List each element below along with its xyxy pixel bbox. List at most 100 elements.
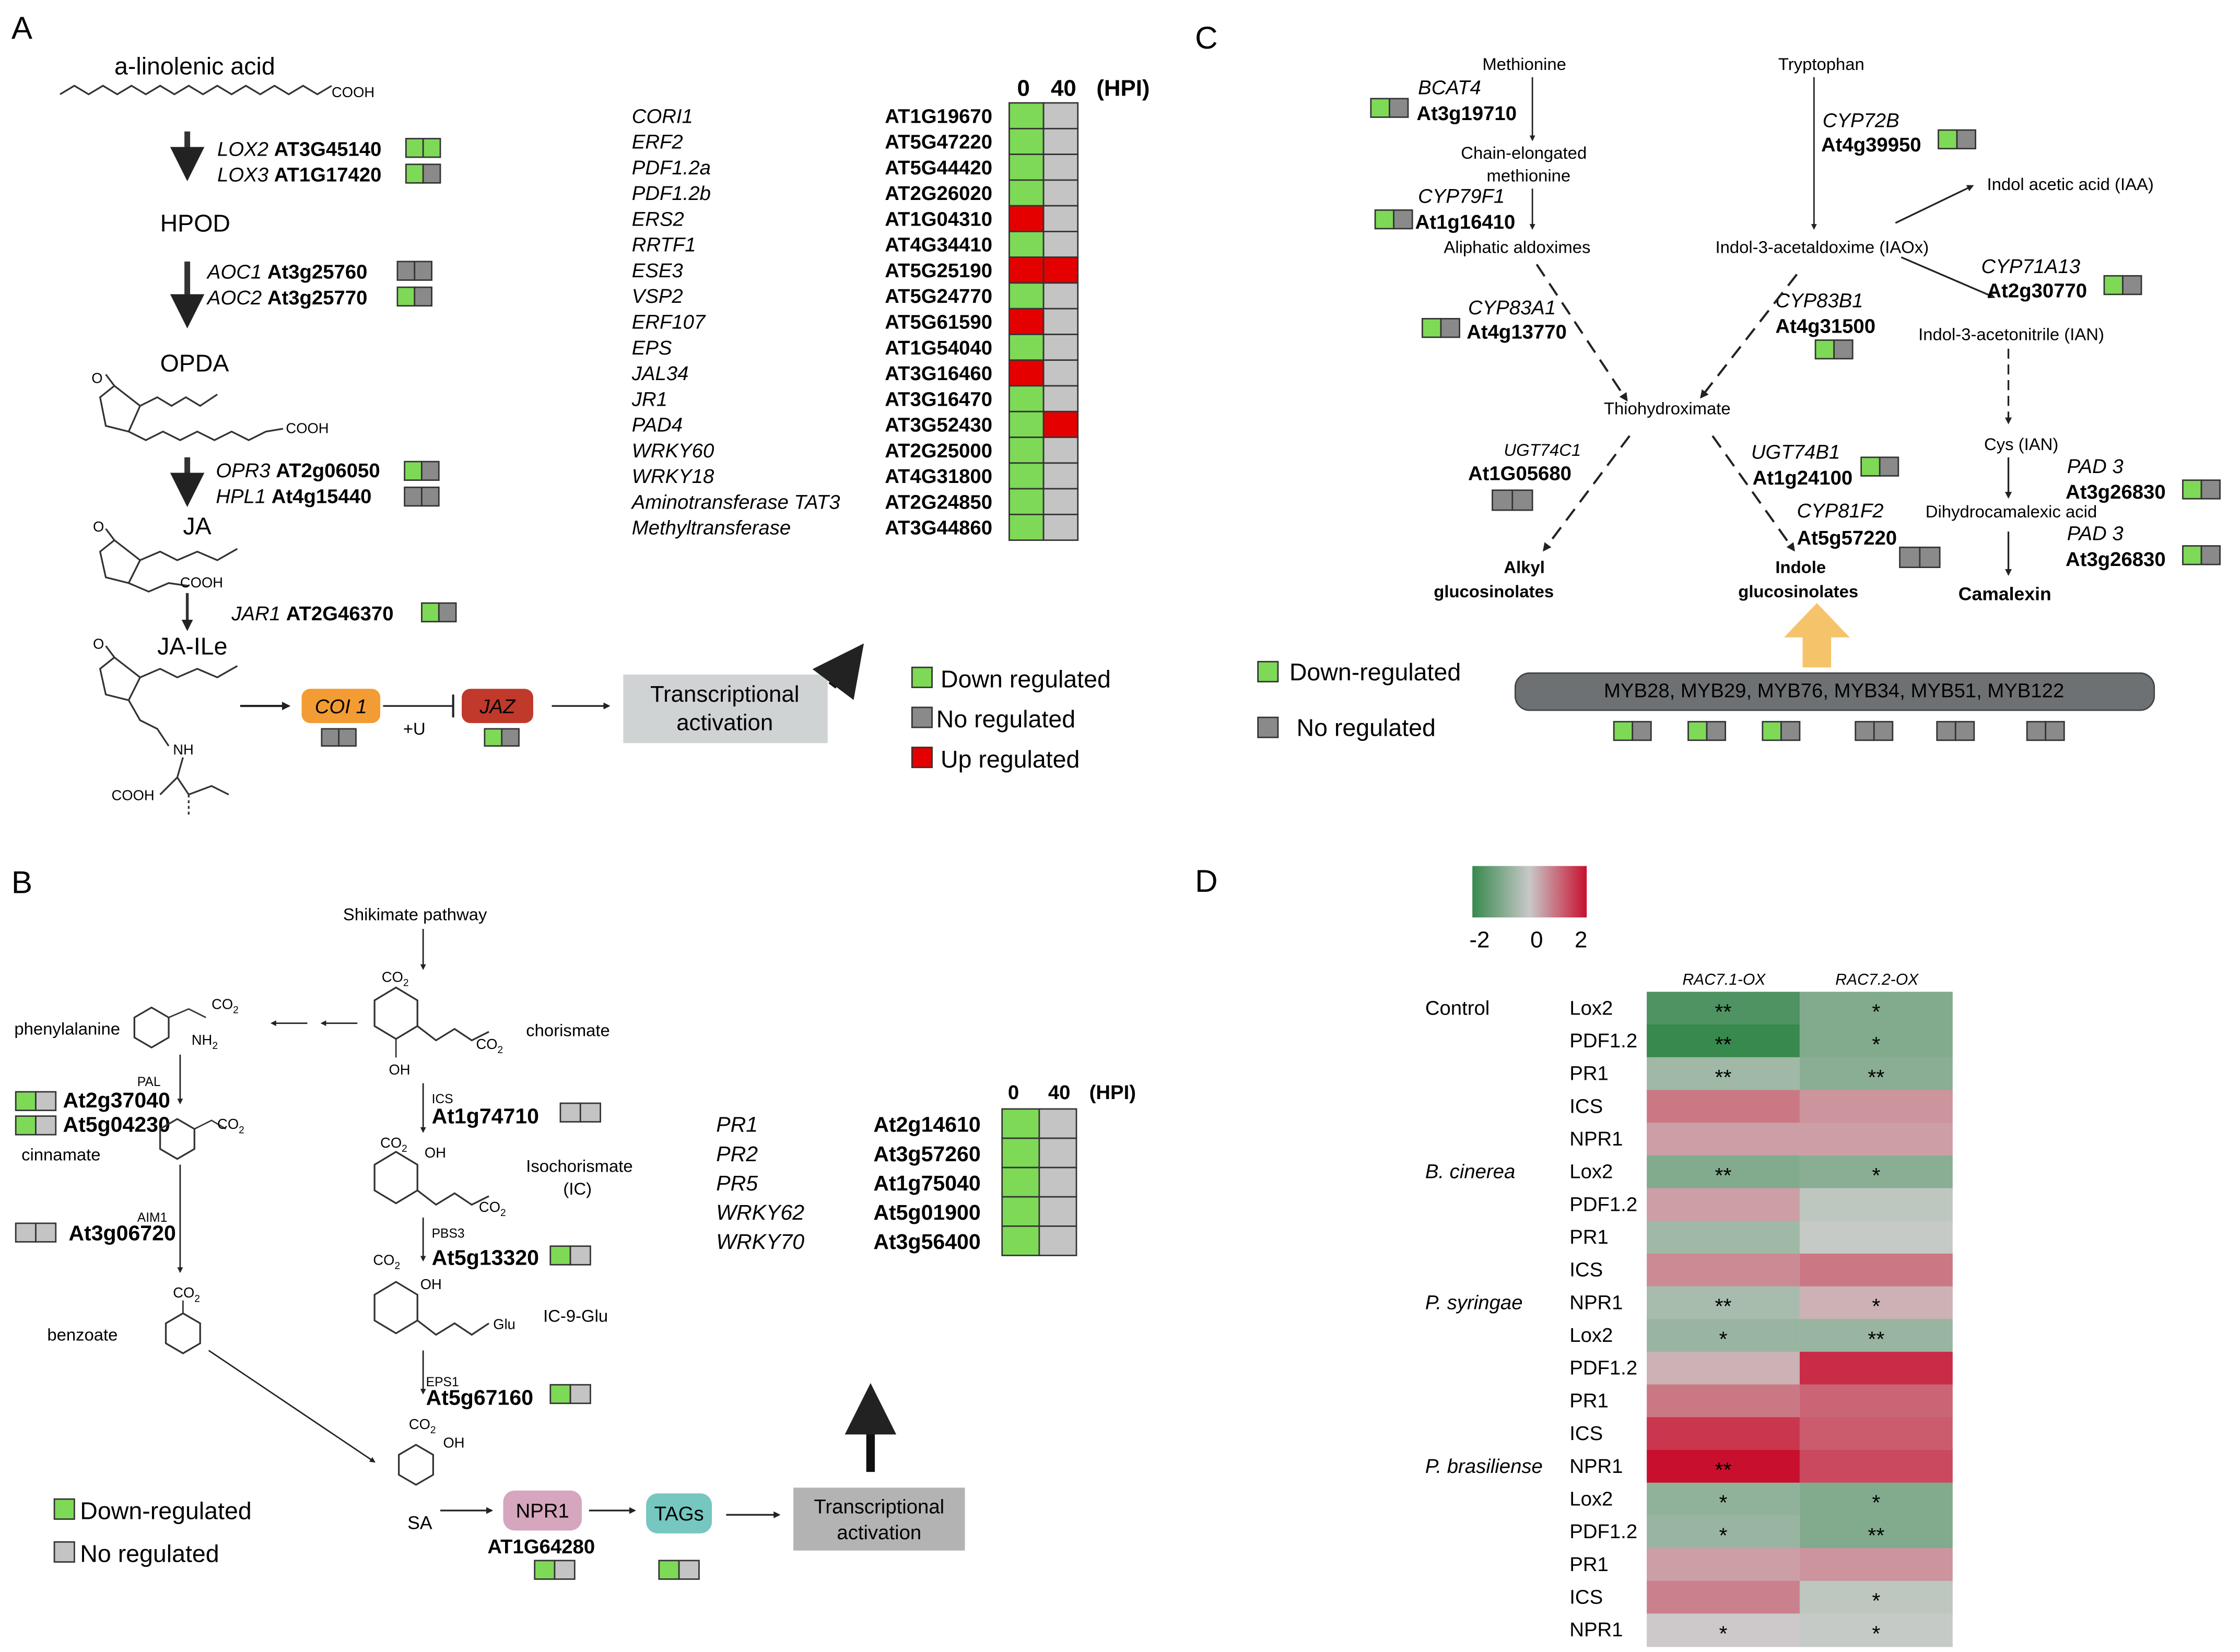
ja-label: JA <box>183 513 211 540</box>
svg-text:CO2: CO2 <box>382 969 409 988</box>
chorismate-co2: CO <box>382 969 403 985</box>
glu-label: Glu <box>493 1316 515 1332</box>
heatmap-b-code: At2g14610 <box>873 1113 980 1137</box>
ics-label: ICS <box>432 1092 453 1106</box>
ubiquitin-label: +U <box>403 719 426 738</box>
ic-co2-b: CO <box>479 1199 500 1215</box>
heatmap-d-signif: * <box>1872 1491 1880 1515</box>
myb-box <box>1632 721 1652 741</box>
ic9glu-label: IC-9-Glu <box>543 1306 608 1326</box>
heatmap-a-code: AT2G24850 <box>885 491 992 513</box>
heatmap-a-gene: EPS <box>632 337 672 359</box>
heatmap-b-gene: PR1 <box>716 1113 758 1137</box>
heatmap-b-cell <box>1001 1196 1040 1227</box>
aoc2-code: At3g25770 <box>267 287 368 309</box>
benzoate-ring <box>165 1312 201 1354</box>
jar1-row: JAR1 AT2G46370 <box>231 602 457 625</box>
ugt74b1-code: At1g24100 <box>1753 467 1853 489</box>
heatmap-d-gene: Lox2 <box>1569 1324 1613 1347</box>
heatmap-a-cell <box>1008 154 1045 181</box>
heatmap-d-gene: PDF1.2 <box>1569 1030 1637 1052</box>
svg-text:AOC2 At3g25770: AOC2 At3g25770 <box>206 287 368 309</box>
ic-co2-sub: 2 <box>402 1143 407 1154</box>
panel-c-letter: C <box>1195 20 1217 55</box>
jaile-nh: NH <box>173 741 194 758</box>
heatmap-a-cell <box>1008 359 1045 387</box>
jaile-cooh: COOH <box>112 787 155 804</box>
opda-structure <box>99 374 284 441</box>
heatmap-d-group-label: P. brasiliense <box>1425 1455 1543 1478</box>
jaile-o: O <box>93 636 104 652</box>
heatmap-a-cell <box>1042 231 1079 258</box>
lox2-code: AT3G45140 <box>274 138 382 160</box>
npr1-label: NPR1 <box>516 1500 569 1523</box>
svg-text:NH2: NH2 <box>192 1032 218 1052</box>
coi1-label: COI 1 <box>315 695 367 718</box>
heatmap-d-cell <box>1799 1123 1953 1157</box>
heatmap-d-cell <box>1799 1482 1953 1516</box>
cyp83b1-code: At4g31500 <box>1775 315 1875 338</box>
linolenic-label: a-linolenic acid <box>114 52 275 79</box>
cyp79f1-gene: CYP79F1 <box>1418 185 1505 208</box>
heatmap-a-cell <box>1042 334 1079 361</box>
hpod-label: HPOD <box>160 209 230 237</box>
iaox-label: Indol-3-acetaldoxime (IAOx) <box>1715 237 1929 256</box>
heatmap-d-cell <box>1799 1253 1953 1287</box>
heatmap-a-gene: JR1 <box>631 388 667 410</box>
pbs3-code: At5g13320 <box>432 1245 539 1269</box>
phe-nh2: NH <box>192 1032 213 1048</box>
thio-label: Thiohydroximate <box>1604 399 1731 418</box>
heatmap-a-code: AT3G16470 <box>885 388 992 410</box>
panel-d-letter: D <box>1195 863 1217 899</box>
heatmap-a-gene: PDF1.2b <box>632 182 711 205</box>
cyp71a13-code: At2g30770 <box>1987 279 2087 302</box>
svg-text:HPL1 At4g15440: HPL1 At4g15440 <box>216 485 371 508</box>
aoc1-row: AOC1 At3g25760 <box>206 261 432 284</box>
sa-label: SA <box>407 1513 432 1533</box>
heatmap-a-cell <box>1042 154 1079 181</box>
regulation-arrow <box>1784 603 1850 668</box>
panel-d: D -2 0 2 RAC7.1-OX RAC7.2-OX Lox2***PDF1… <box>1195 863 1953 1647</box>
heatmap-d-cell <box>1647 1449 1800 1484</box>
svg-text:CO2: CO2 <box>409 1416 436 1436</box>
opda-cooh: COOH <box>286 420 329 436</box>
heatmap-a-gene: JAL34 <box>631 362 689 385</box>
heatmap-a-code: AT3G52430 <box>885 414 992 436</box>
ics-code: At1g74710 <box>432 1104 539 1128</box>
heatmap-d-signif: * <box>1872 1163 1880 1187</box>
heatmap-a-gene: WRKY60 <box>632 440 714 462</box>
heatmap-a-cell <box>1008 205 1045 232</box>
heatmap-d-gene: PDF1.2 <box>1569 1357 1637 1379</box>
scale-tick-max: 2 <box>1575 927 1587 953</box>
heatmap-a-gene: Methyltransferase <box>632 517 791 539</box>
heatmap-d-gene: PR1 <box>1569 1389 1609 1412</box>
legend-a-up: Up regulated <box>941 746 1080 773</box>
heatmap-b-gene: WRKY70 <box>716 1230 804 1254</box>
pal-code-2: At5g04230 <box>63 1113 170 1137</box>
transcription-b-line1: Transcriptional <box>814 1496 944 1518</box>
heatmap-d-signif: ** <box>1715 1032 1732 1056</box>
color-scale <box>1472 866 1587 918</box>
hpl1-code: At4g15440 <box>272 485 372 508</box>
svg-text:AOC1 At3g25760: AOC1 At3g25760 <box>206 261 368 284</box>
heatmap-a-cell <box>1042 410 1079 438</box>
heatmap-a-cell <box>1042 256 1079 284</box>
jar1-code: AT2G46370 <box>286 603 394 625</box>
aoc1-gene: AOC1 <box>206 261 262 284</box>
jaile-structure <box>99 645 238 815</box>
heatmap-d-signif: * <box>1872 1589 1880 1613</box>
heatmap-d-signif: ** <box>1715 1294 1732 1318</box>
heatmap-a-h40: 40 <box>1051 75 1076 101</box>
cinnamate-ring <box>159 1118 195 1160</box>
phe-co2-sub: 2 <box>233 1005 239 1016</box>
heatmap-a-cell <box>1042 359 1079 387</box>
heatmap-d-signif: ** <box>1715 1458 1732 1482</box>
lox3-row: LOX3 AT1G17420 <box>217 163 441 186</box>
opda-o: O <box>91 370 102 386</box>
heatmap-d-cell <box>1799 1351 1953 1385</box>
cyp83b1-gene: CYP83B1 <box>1775 289 1863 312</box>
heatmap-d-gene: ICS <box>1569 1422 1603 1445</box>
lox3-gene: LOX3 <box>217 164 268 186</box>
chain-label-1: Chain-elongated <box>1461 143 1587 162</box>
jaile-label: JA-ILe <box>157 633 227 660</box>
